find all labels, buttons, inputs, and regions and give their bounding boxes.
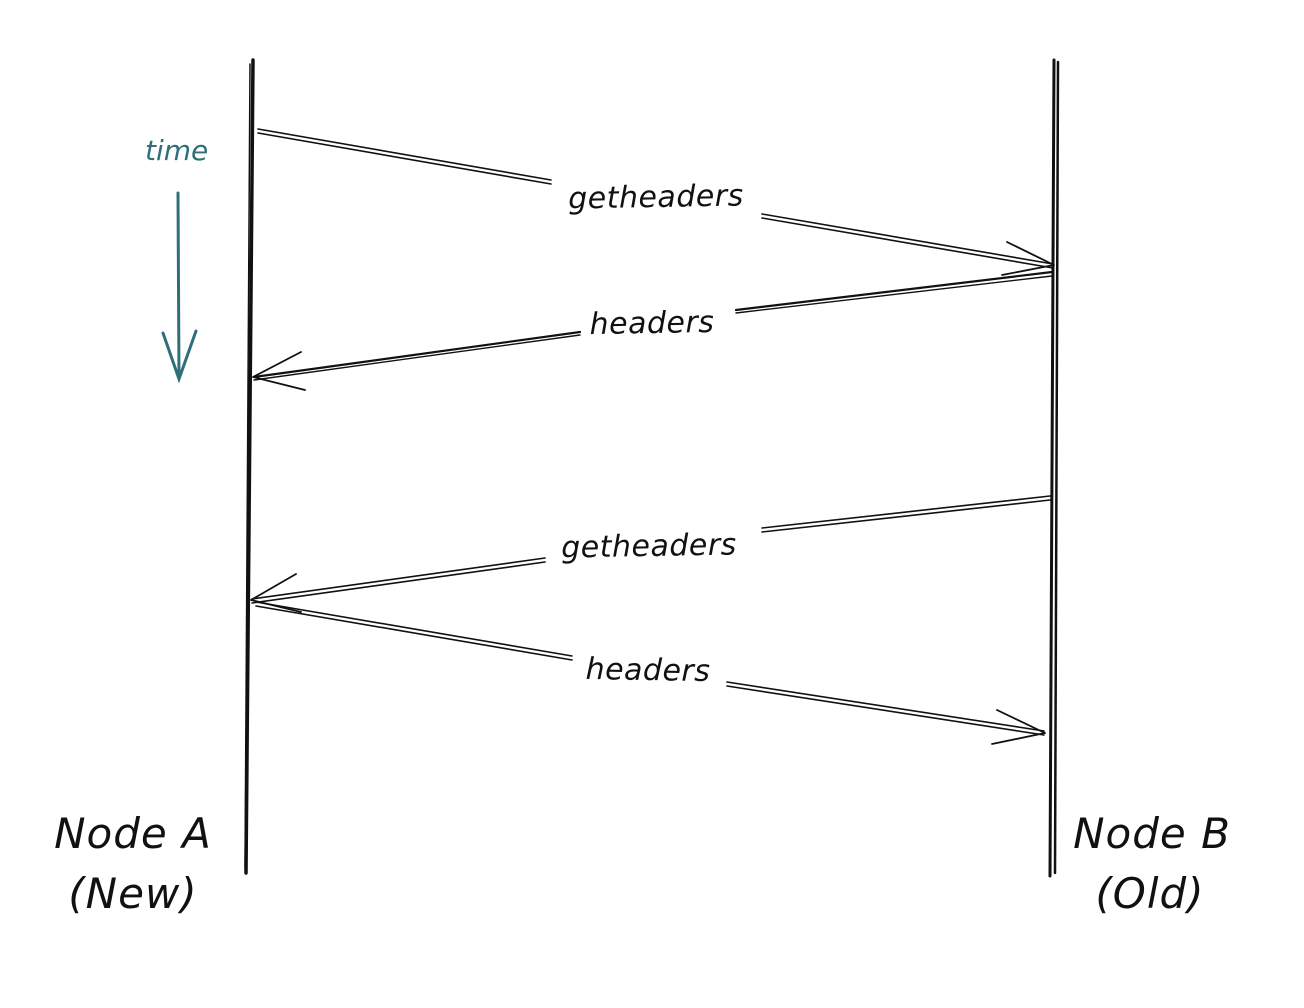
message-label-backdrop — [552, 525, 746, 568]
message-3-label: getheaders — [561, 527, 737, 565]
arrowhead-right — [991, 709, 1046, 745]
time-label: time — [145, 134, 208, 167]
message-3-arrow — [250, 495, 1051, 613]
message-2-arrow — [252, 270, 1054, 391]
time-arrow-head — [161, 329, 198, 384]
message-2-label: headers — [589, 305, 714, 342]
arrowhead-left — [250, 573, 302, 613]
message-label-backdrop — [577, 649, 719, 692]
time-indicator: time — [145, 134, 208, 384]
message-1-arrow — [257, 128, 1055, 276]
node-a-name: Node A — [54, 809, 212, 858]
node-b-tag: (Old) — [1095, 869, 1204, 918]
message-1-label: getheaders — [568, 178, 744, 216]
arrowhead-left — [252, 351, 306, 391]
arrowhead-right — [1001, 241, 1055, 276]
message-label-backdrop — [581, 302, 723, 345]
node-a-tag: (New) — [68, 869, 197, 918]
lifeline-node-b — [1048, 58, 1060, 878]
node-a-caption: Node A (New) — [54, 809, 212, 918]
time-arrow-shaft — [176, 191, 181, 380]
node-b-name: Node B — [1073, 809, 1231, 858]
message-4-arrow — [255, 601, 1046, 745]
message-label-backdrop — [559, 176, 753, 219]
message-4-label: headers — [585, 652, 710, 689]
lifeline-node-a — [244, 58, 255, 875]
node-b-caption: Node B (Old) — [1073, 809, 1231, 918]
